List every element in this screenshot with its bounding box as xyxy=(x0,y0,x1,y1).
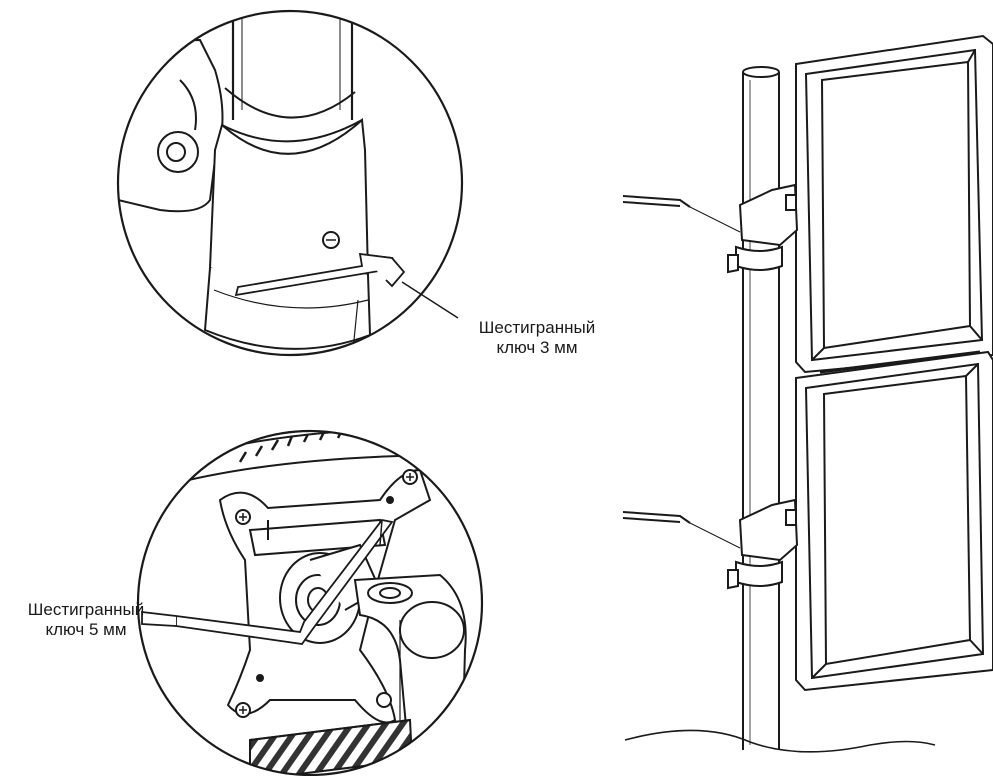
label-5mm-line2: ключ 5 мм xyxy=(45,620,127,639)
monitor-icon xyxy=(795,34,993,374)
hex-key-3mm-icon xyxy=(622,511,691,524)
label-hex-key-5mm: Шестигранный ключ 5 мм xyxy=(0,600,172,640)
label-3mm-line1: Шестигранный xyxy=(478,318,596,337)
pole-assembly xyxy=(622,34,993,753)
detail-top-circle xyxy=(116,9,464,357)
monitor-icon xyxy=(795,350,993,692)
label-hex-key-3mm: Шестигранный ключ 3 мм xyxy=(452,318,622,358)
clamp-icon xyxy=(727,183,799,274)
label-3mm-line2: ключ 3 мм xyxy=(496,338,578,357)
leader-line-3mm xyxy=(401,281,459,319)
pole-icon xyxy=(742,66,780,750)
hex-key-5mm-icon xyxy=(175,519,394,645)
hex-key-3mm-icon xyxy=(622,195,691,208)
clamp-icon xyxy=(727,498,799,590)
detail-bottom-circle xyxy=(136,429,484,776)
label-5mm-line1: Шестигранный xyxy=(27,600,145,619)
